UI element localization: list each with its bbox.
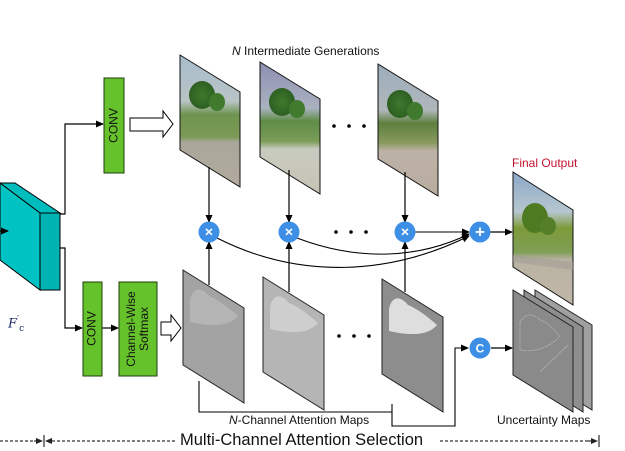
upper-hollow-arrow <box>129 109 174 139</box>
multiply-symbol: × <box>205 224 213 240</box>
feature-symbol: F <box>8 316 18 332</box>
feature-prime: ′ <box>17 315 20 325</box>
lower-conv-label: CONV <box>84 311 99 346</box>
generations-ellipsis <box>332 124 366 128</box>
upper-conv-label: CONV <box>106 108 121 143</box>
concat-symbol: C <box>476 342 485 356</box>
intermediate-generation-3 <box>377 63 439 197</box>
attention-map-3 <box>381 278 444 413</box>
multiply-symbol: × <box>401 224 409 240</box>
lower-conv-box <box>82 281 103 377</box>
feature-subscript: c <box>19 323 25 334</box>
bracket-to-concat-arrow <box>391 344 469 427</box>
final-output-title: Final Output <box>512 156 578 170</box>
final-output-image <box>512 171 574 306</box>
intermediate-generation-2 <box>259 61 321 195</box>
multiply-op-2: × <box>278 221 300 243</box>
multiply1-to-add-curve <box>216 235 470 268</box>
attention-maps-title: N-Channel Attention Maps <box>229 413 369 427</box>
multiply-op-1: × <box>198 221 220 243</box>
title-text: Intermediate Generations <box>240 44 380 58</box>
attention-map-2 <box>262 276 325 411</box>
softmax-label-line2: Softmax <box>137 307 151 352</box>
connector-to-lower-conv <box>60 247 83 332</box>
intermediate-generation-1 <box>179 54 241 188</box>
feature-block-side-face <box>39 212 61 291</box>
n-symbol: N <box>229 413 238 427</box>
multiply-symbol: × <box>285 224 293 240</box>
add-symbol: + <box>475 223 485 242</box>
upper-conv-box <box>103 77 125 174</box>
feature-label: F′c <box>8 315 24 334</box>
connector-to-upper-conv <box>60 120 104 215</box>
uncertainty-maps-stack <box>512 289 593 413</box>
add-op: + <box>469 221 491 243</box>
attention-maps-bracket <box>198 381 393 413</box>
uncertainty-maps-title: Uncertainty Maps <box>497 413 591 427</box>
section-title: Multi-Channel Attention Selection <box>178 431 426 450</box>
softmax-label-line1: Channel-Wise <box>124 291 138 367</box>
attention-ellipsis <box>337 334 371 338</box>
uncertainty-map-1 <box>512 289 574 413</box>
multiply-ellipsis <box>334 230 368 234</box>
n-symbol: N <box>232 44 241 58</box>
input-feature-block <box>0 182 62 291</box>
title-text: -Channel Attention Maps <box>237 413 370 427</box>
softmax-box <box>118 281 158 377</box>
multiply2-to-add-curve <box>296 233 470 255</box>
section-span <box>0 435 600 447</box>
lower-hollow-arrow <box>160 313 182 343</box>
multiply-op-3: × <box>394 221 416 243</box>
concat-op: C <box>469 337 491 359</box>
intermediate-generations-title: N Intermediate Generations <box>232 44 379 58</box>
attention-map-1 <box>182 269 245 404</box>
